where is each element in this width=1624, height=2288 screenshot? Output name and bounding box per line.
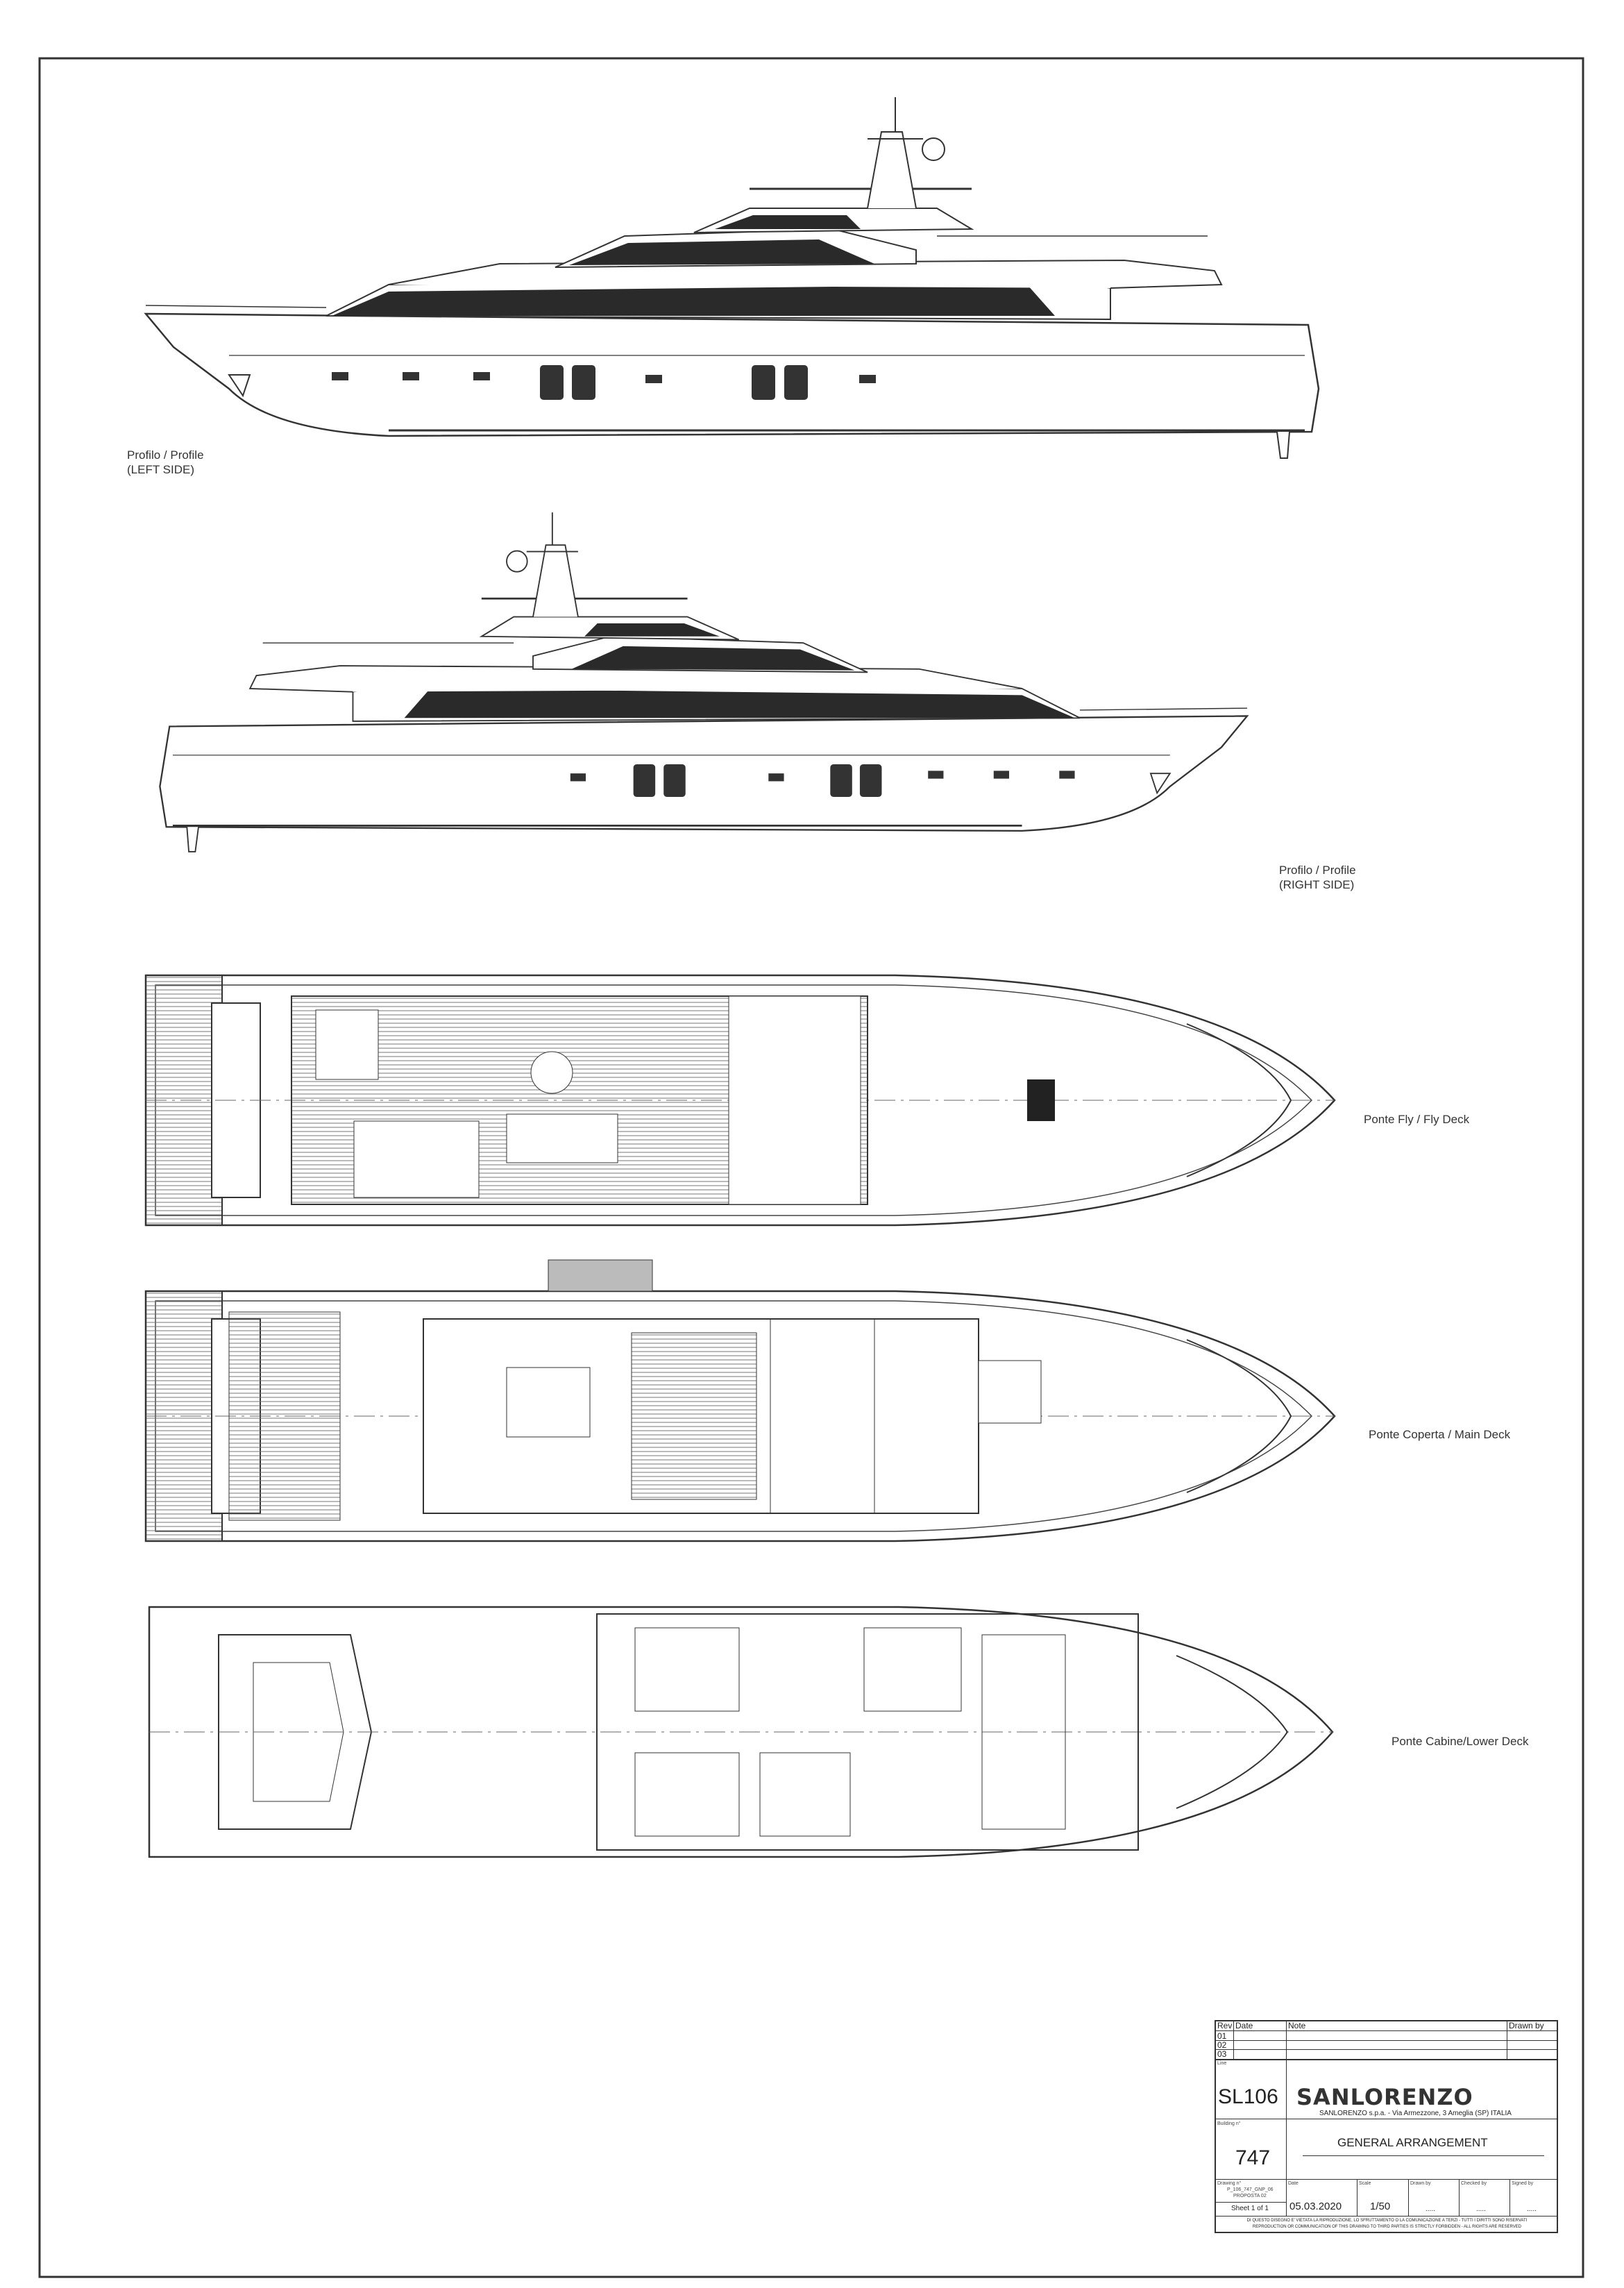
sheet-number: Sheet 1 of 1 bbox=[1231, 2205, 1269, 2212]
left-profile-drawing bbox=[144, 96, 1320, 460]
right-profile-drawing bbox=[158, 511, 1249, 853]
drawn-by-header: Drawn by bbox=[1509, 2021, 1544, 2030]
scale-value: 1/50 bbox=[1370, 2201, 1391, 2212]
signed-by-value: ..... bbox=[1527, 2205, 1537, 2213]
sanlorenzo-logo: SANLORENZO bbox=[1296, 2084, 1473, 2110]
signed-by-label: Signed by bbox=[1512, 2181, 1534, 2186]
lower-deck-label: Ponte Cabine/Lower Deck bbox=[1392, 1735, 1529, 1748]
company-address: SANLORENZO s.p.a. - Via Armezzone, 3 Ame… bbox=[1319, 2110, 1512, 2117]
rev-03: 03 bbox=[1217, 2049, 1227, 2059]
note-header: Note bbox=[1288, 2021, 1306, 2030]
rev-01: 01 bbox=[1217, 2031, 1227, 2041]
drawn-by-value: ..... bbox=[1426, 2205, 1435, 2213]
line-value: SL106 bbox=[1218, 2085, 1278, 2108]
left-profile-label-line1: Profilo / Profile bbox=[127, 448, 204, 462]
date-header: Date bbox=[1235, 2021, 1253, 2030]
fly-deck-plan bbox=[144, 974, 1336, 1227]
right-profile-label: Profilo / Profile (RIGHT SIDE) bbox=[1279, 863, 1356, 892]
copyright-notice-it: DI QUESTO DISEGNO E' VIETATA LA RIPRODUZ… bbox=[1246, 2219, 1528, 2223]
rev-header: Rev bbox=[1217, 2021, 1233, 2030]
right-profile-label-line1: Profilo / Profile bbox=[1279, 864, 1356, 877]
left-profile-label: Profilo / Profile (LEFT SIDE) bbox=[127, 448, 204, 477]
checked-by-label: Checked by bbox=[1461, 2181, 1487, 2186]
right-profile-label-line2: (RIGHT SIDE) bbox=[1279, 878, 1355, 891]
scale-label: Scale bbox=[1359, 2181, 1371, 2186]
date-value: 05.03.2020 bbox=[1289, 2201, 1342, 2212]
sheet-border bbox=[38, 57, 1584, 2278]
drawing-number: P_106_747_GNP_06 bbox=[1227, 2187, 1274, 2192]
copyright-notice: DI QUESTO DISEGNO E' VIETATA LA RIPRODUZ… bbox=[1219, 2218, 1555, 2230]
main-deck-plan bbox=[144, 1259, 1336, 1542]
checked-by-value: ..... bbox=[1476, 2205, 1486, 2213]
building-label: Building n° bbox=[1217, 2121, 1241, 2126]
date-label: Date bbox=[1288, 2181, 1299, 2186]
drawn-by-label: Drawn by bbox=[1410, 2181, 1431, 2186]
left-profile-label-line2: (LEFT SIDE) bbox=[127, 463, 194, 476]
line-label: Line bbox=[1217, 2061, 1227, 2066]
drawing-proposal: PROPOSTA 02 bbox=[1233, 2194, 1267, 2198]
fly-deck-label: Ponte Fly / Fly Deck bbox=[1364, 1113, 1470, 1126]
drawing-title: GENERAL ARRANGEMENT bbox=[1337, 2136, 1488, 2149]
building-value: 747 bbox=[1235, 2146, 1271, 2169]
title-block: Rev Date Note Drawn by 01 02 03 Line SL1… bbox=[1215, 2020, 1558, 2233]
rev-02: 02 bbox=[1217, 2040, 1227, 2050]
main-deck-label: Ponte Coperta / Main Deck bbox=[1369, 1428, 1511, 1441]
drawing-number-label: Drawing n° bbox=[1217, 2181, 1242, 2186]
lower-deck-plan bbox=[148, 1606, 1334, 1858]
copyright-notice-en: REPRODUCTION OR COMMUNICATION OF THIS DR… bbox=[1252, 2225, 1522, 2229]
